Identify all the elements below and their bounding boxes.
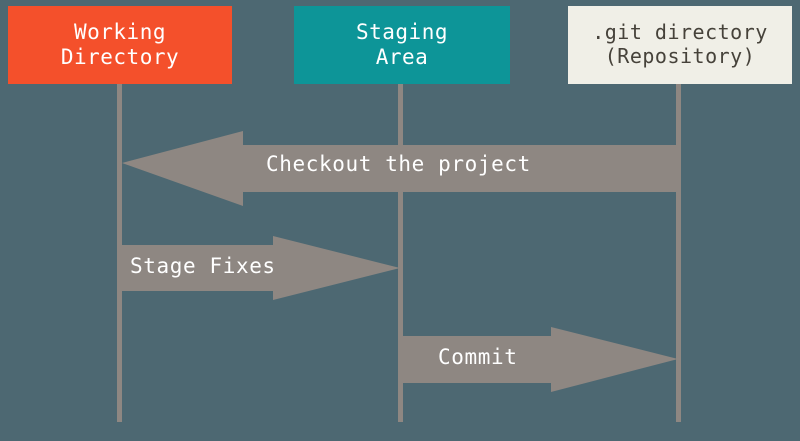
node-repository-line1: .git directory	[592, 20, 768, 45]
node-working-directory-line1: Working	[73, 20, 166, 45]
lifeline-staging-area	[398, 84, 403, 422]
node-working-directory: Working Directory	[8, 6, 232, 84]
node-repository: .git directory (Repository)	[568, 6, 792, 84]
node-staging-area: Staging Area	[294, 6, 510, 84]
node-working-directory-line2: Directory	[60, 45, 180, 69]
lifeline-repository	[676, 84, 681, 422]
arrow-commit	[400, 327, 678, 392]
arrow-checkout	[122, 131, 678, 206]
node-staging-area-line1: Staging	[355, 20, 448, 45]
edge-label-checkout: Checkout the project	[266, 152, 531, 176]
arrow-stage-fixes	[117, 236, 400, 300]
node-staging-area-line2: Area	[375, 45, 429, 69]
edge-label-stage-fixes: Stage Fixes	[130, 254, 276, 278]
node-repository-line2: (Repository)	[604, 44, 756, 68]
edge-label-commit: Commit	[438, 345, 518, 369]
